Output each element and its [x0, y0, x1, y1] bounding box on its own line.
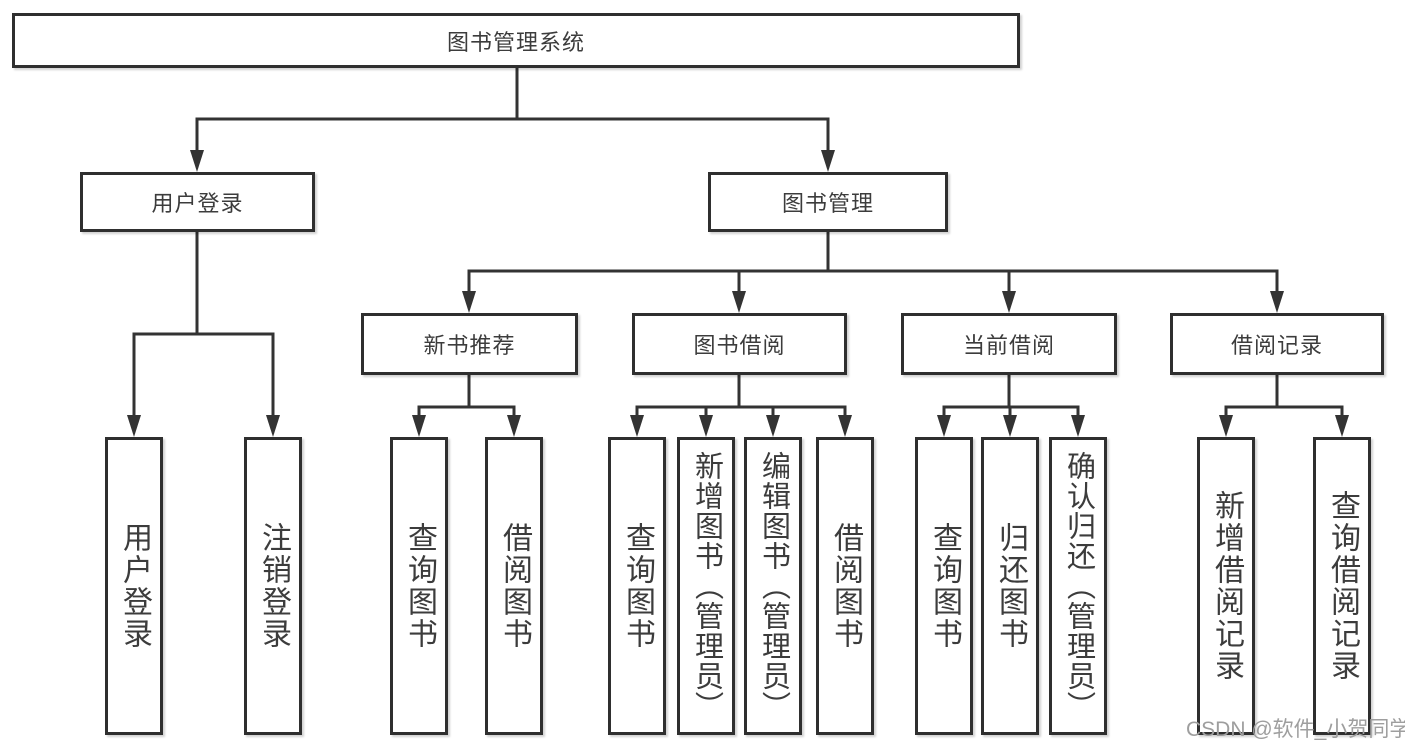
node-current-borrow: 当前借阅: [901, 313, 1117, 375]
leaf-newrec-borrow-book-label: 借阅图书: [498, 522, 531, 650]
leaf-borrow-add-book-admin-label: 新增图书（管理员）: [690, 451, 723, 721]
leaf-current-return-book: 归还图书: [981, 437, 1039, 735]
leaf-records-query-record: 查询借阅记录: [1313, 437, 1371, 735]
leaf-logout-label: 注销登录: [257, 522, 290, 650]
leaf-borrow-borrow-book-label: 借阅图书: [829, 522, 862, 650]
node-user-login: 用户登录: [80, 172, 315, 232]
node-user-login-label: 用户登录: [151, 191, 244, 216]
leaf-newrec-query-book-label: 查询图书: [403, 522, 436, 650]
node-book-management: 图书管理: [708, 172, 948, 232]
node-current-borrow-label: 当前借阅: [962, 333, 1055, 358]
node-book-borrow-label: 图书借阅: [693, 333, 786, 358]
leaf-records-add-record-label: 新增借阅记录: [1210, 490, 1243, 682]
leaf-borrow-add-book-admin: 新增图书（管理员）: [677, 437, 735, 735]
node-borrow-records: 借阅记录: [1170, 313, 1384, 375]
leaf-records-add-record: 新增借阅记录: [1197, 437, 1255, 735]
node-book-management-label: 图书管理: [781, 191, 874, 216]
leaf-logout: 注销登录: [244, 437, 302, 735]
node-new-book-recommend: 新书推荐: [361, 313, 578, 375]
leaf-current-confirm-return-admin-label: 确认归还（管理员）: [1062, 451, 1095, 721]
leaf-records-query-record-label: 查询借阅记录: [1326, 490, 1359, 682]
leaf-borrow-query-book-label: 查询图书: [621, 522, 654, 650]
node-book-borrow: 图书借阅: [632, 313, 847, 375]
node-new-book-recommend-label: 新书推荐: [423, 333, 516, 358]
leaf-current-query-book: 查询图书: [915, 437, 973, 735]
leaf-newrec-borrow-book: 借阅图书: [485, 437, 543, 735]
leaf-current-return-book-label: 归还图书: [994, 522, 1027, 650]
leaf-current-query-book-label: 查询图书: [928, 522, 961, 650]
leaf-user-login: 用户登录: [105, 437, 163, 735]
leaf-borrow-edit-book-admin: 编辑图书（管理员）: [744, 437, 802, 735]
leaf-borrow-edit-book-admin-label: 编辑图书（管理员）: [757, 451, 790, 721]
leaf-user-login-label: 用户登录: [118, 522, 151, 650]
node-root-label: 图书管理系统: [446, 29, 585, 55]
node-borrow-records-label: 借阅记录: [1230, 333, 1323, 358]
leaf-borrow-query-book: 查询图书: [608, 437, 666, 735]
leaf-current-confirm-return-admin: 确认归还（管理员）: [1049, 437, 1107, 735]
leaf-newrec-query-book: 查询图书: [390, 437, 448, 735]
node-root: 图书管理系统: [12, 13, 1020, 68]
leaf-borrow-borrow-book: 借阅图书: [816, 437, 874, 735]
